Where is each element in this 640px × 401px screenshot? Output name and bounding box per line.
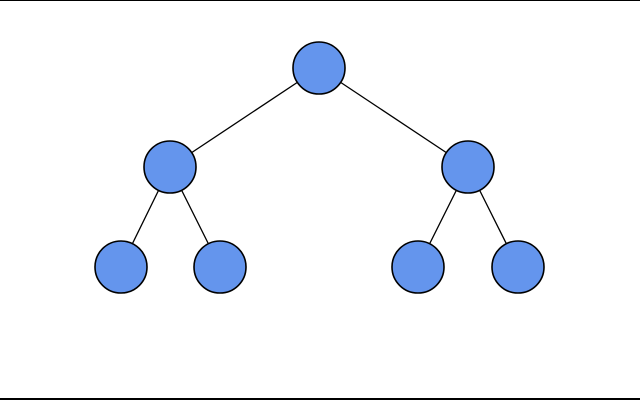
tree-node-left	[143, 140, 197, 194]
tree-node-right	[441, 140, 495, 194]
tree-node-right-left	[391, 240, 445, 294]
tree-node-root	[292, 41, 346, 95]
edge-root-to-left	[169, 67, 320, 168]
edge-root-to-right	[318, 67, 469, 168]
tree-node-left-right	[193, 240, 247, 294]
tree-node-right-right	[491, 240, 545, 294]
tree-node-left-left	[94, 240, 148, 294]
nodes-layer	[94, 41, 545, 294]
